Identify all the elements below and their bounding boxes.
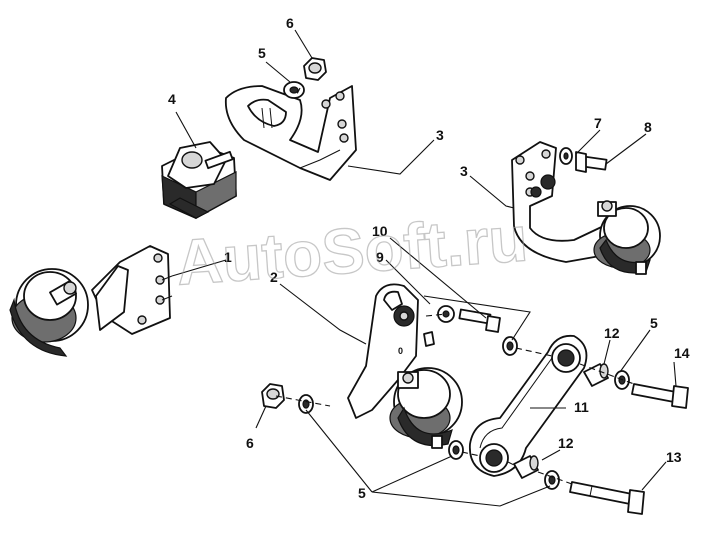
leader-lines: [171, 29, 677, 507]
callout-14: 14: [674, 345, 690, 361]
callout-7: 7: [594, 115, 602, 131]
part-4-rubber-mount: [161, 141, 237, 220]
watermark-text: AutoSoft.ru: [174, 202, 530, 298]
callout-12-right: 12: [604, 325, 620, 341]
callout-3-right: 3: [460, 163, 468, 179]
callout-9: 9: [376, 249, 384, 265]
callout-5-top: 5: [258, 45, 266, 61]
part-1-engine-mount-assembly: [9, 245, 173, 357]
callout-8: 8: [644, 119, 652, 135]
part-5-washer-center: [448, 440, 464, 460]
part-5-washer-bottom: [544, 470, 560, 490]
part-12-bushing-bottom: [513, 455, 539, 479]
callout-10: 10: [372, 223, 388, 239]
part-11-torque-link: [469, 334, 588, 477]
callout-5-right: 5: [650, 315, 658, 331]
callout-3-upper: 3: [436, 127, 444, 143]
callout-labels: 1 2 3 3 4 5 5 5 6 6 7 8 9 10 11 12 12 13…: [168, 15, 690, 501]
part-3-bracket-upper: [224, 85, 357, 181]
callout-12-bottom: 12: [558, 435, 574, 451]
part-8-bolt: [575, 151, 608, 173]
callout-11: 11: [574, 399, 589, 415]
svg-text:0: 0: [398, 346, 403, 356]
part-6-nut-top: [303, 57, 327, 81]
part-3-bracket-right: [511, 141, 661, 275]
part-13-bolt: [569, 481, 645, 515]
callout-1: 1: [224, 249, 232, 265]
callout-5-bottom: 5: [358, 485, 366, 501]
part-12-bushing-right: [583, 363, 609, 387]
assembly-centerlines: [275, 87, 635, 485]
part-7-washer: [559, 147, 573, 165]
callout-6-top: 6: [286, 15, 294, 31]
part-6-nut-lower: [261, 383, 285, 409]
part-5-washer-mid: [502, 336, 518, 356]
part-10-bolt: [458, 308, 501, 333]
part-5-washer-top: [283, 81, 305, 99]
part-14-bolt: [631, 383, 689, 409]
callout-2: 2: [270, 269, 278, 285]
callout-13: 13: [666, 449, 682, 465]
part-2-bracket-center: 0: [347, 283, 463, 449]
callout-4: 4: [168, 91, 176, 107]
callout-6-lower: 6: [246, 435, 254, 451]
